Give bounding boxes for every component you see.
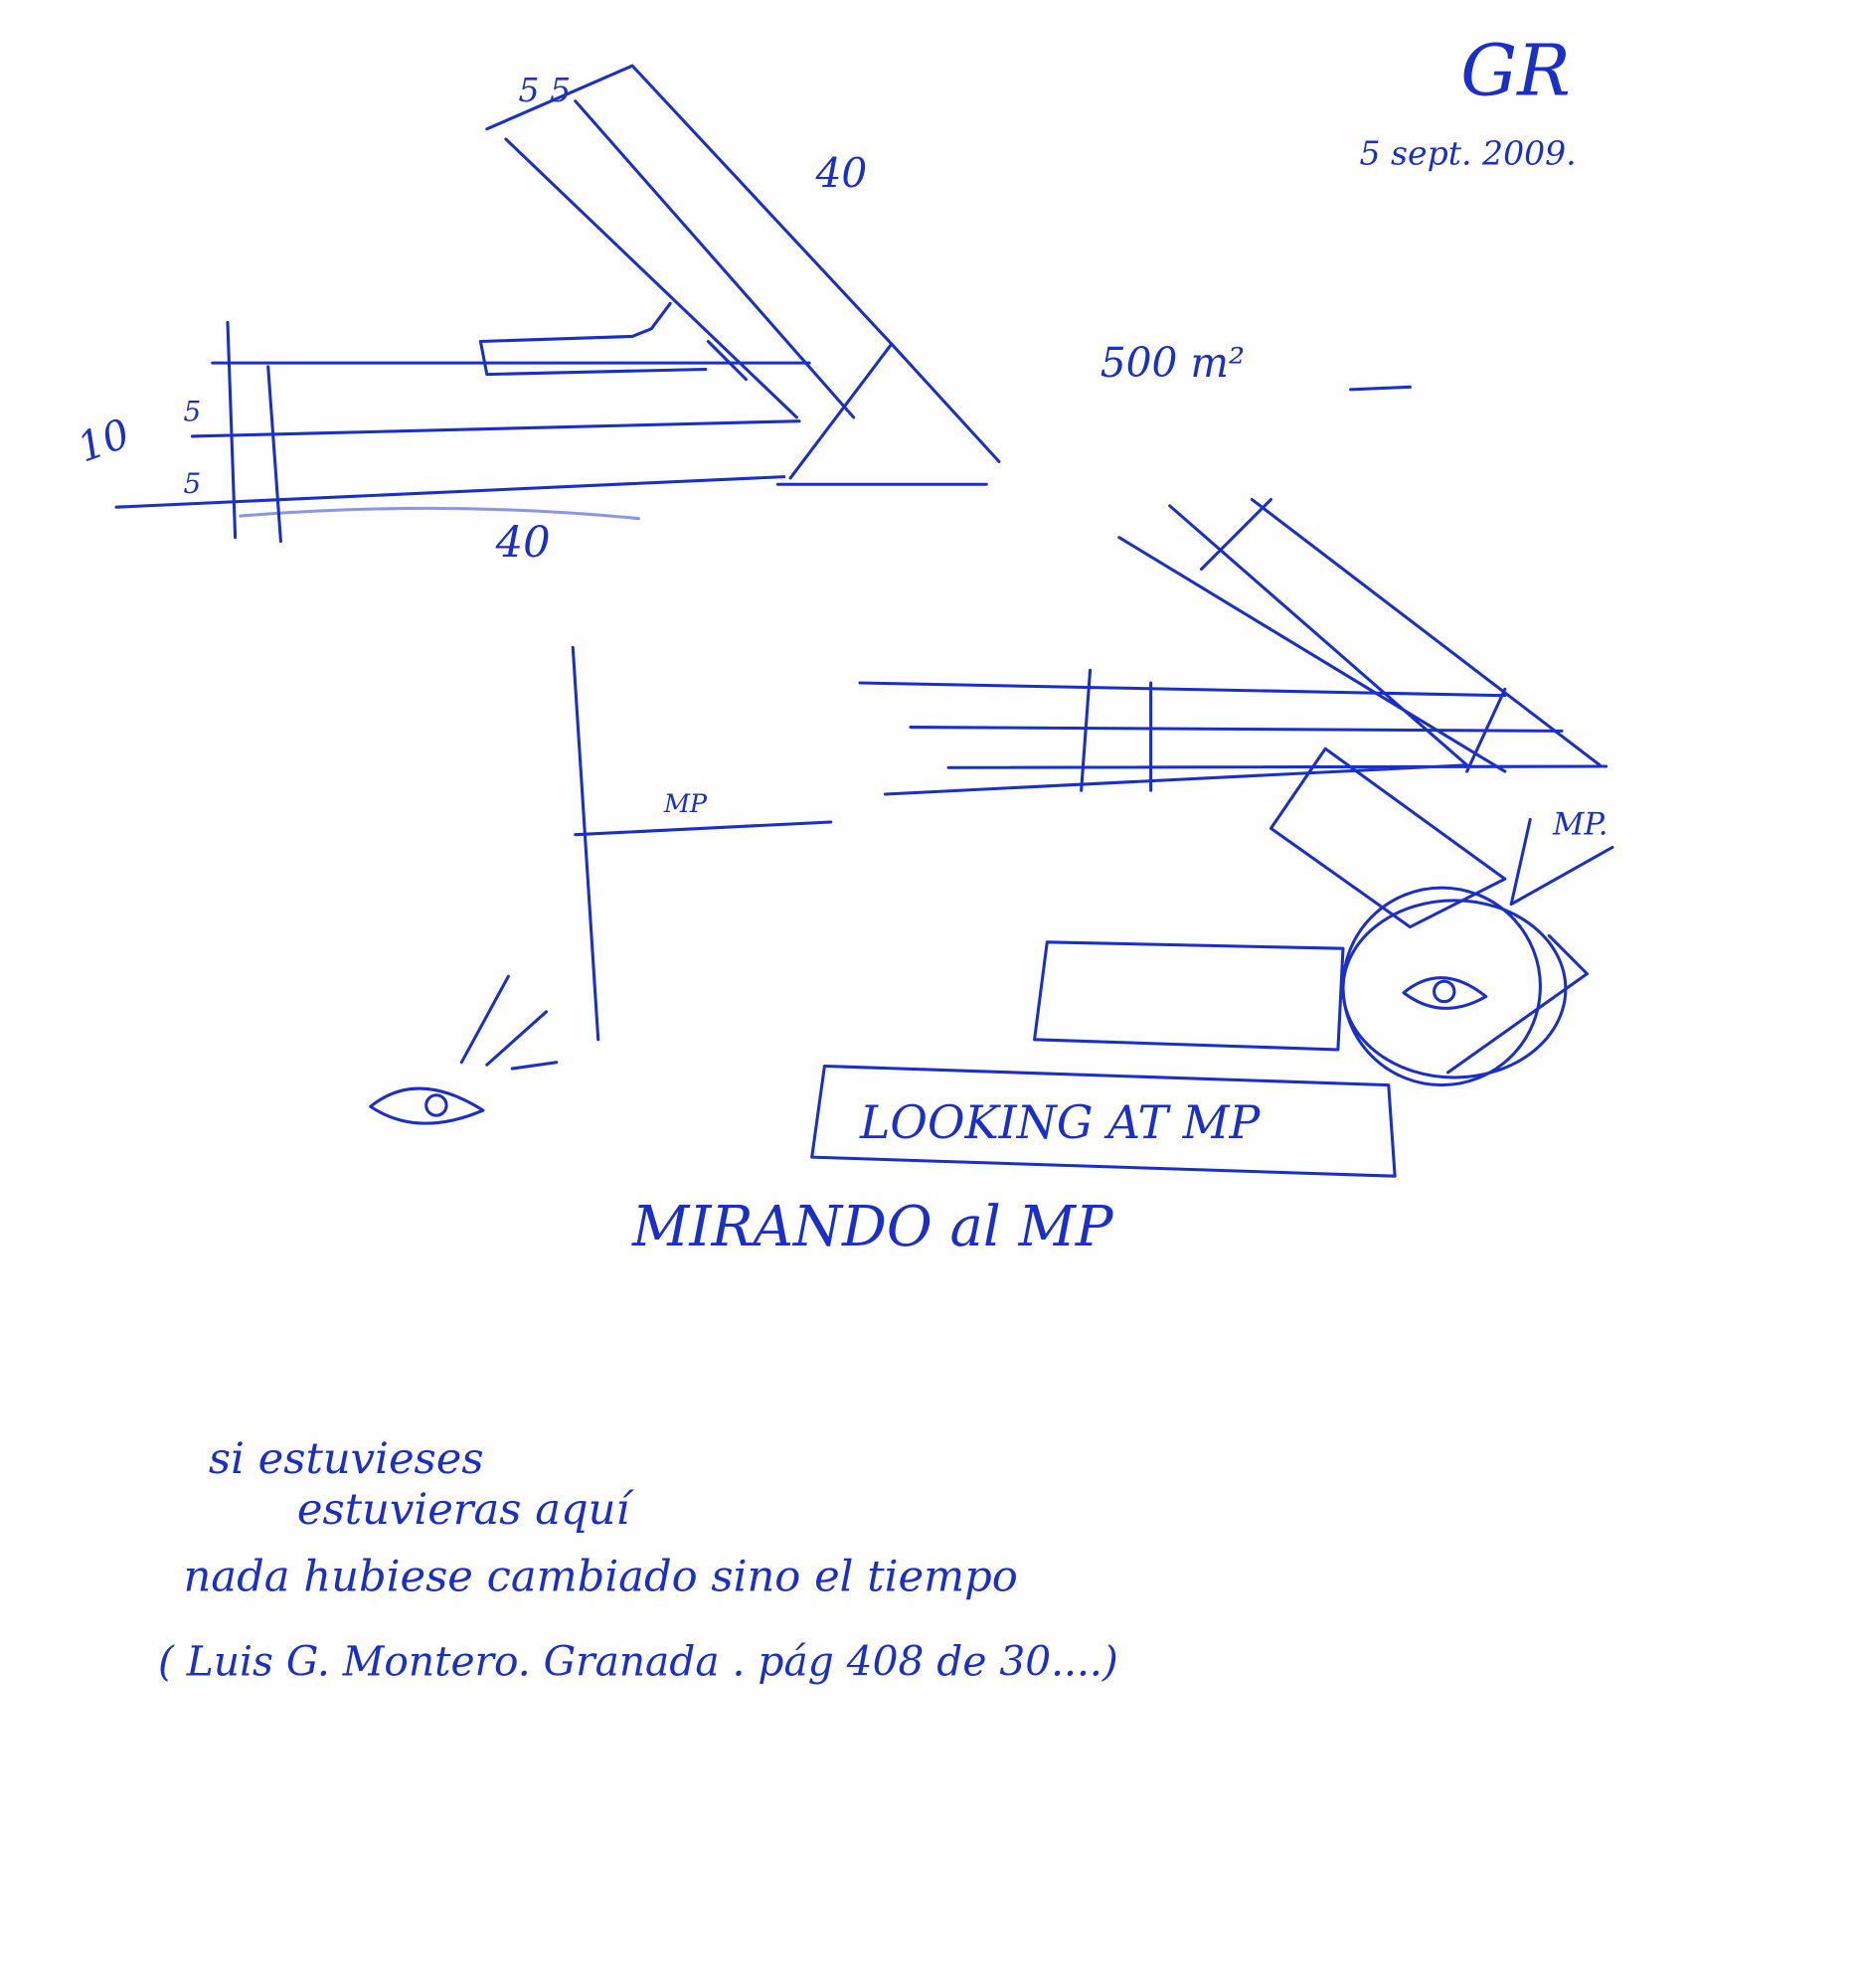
dim-left-a-label: 5 bbox=[183, 396, 201, 428]
inner-box bbox=[478, 301, 708, 377]
area-label: 500 m² bbox=[1100, 339, 1245, 387]
view-triangle bbox=[1446, 933, 1590, 1075]
quote-line: si estuvieses bbox=[209, 1434, 484, 1484]
caption-spanish: MIRANDO al MP bbox=[631, 1195, 1114, 1259]
mp-line bbox=[574, 820, 833, 837]
plan-sketch-right: MP. bbox=[858, 498, 1614, 1087]
quote-line: estuvieras aquí bbox=[297, 1485, 635, 1535]
plan-sketch-top: 5 5 40 10 5 5 40 500 m² bbox=[72, 64, 1412, 568]
dimension-verticals bbox=[226, 320, 282, 544]
mp-label: MP. bbox=[1552, 808, 1607, 843]
mp-label: MP bbox=[663, 788, 708, 818]
beam-line bbox=[190, 419, 801, 438]
caption-english: LOOKING AT MP bbox=[859, 1095, 1261, 1149]
dim-left-b-label: 5 bbox=[183, 467, 201, 500]
handwritten-quote: si estuvieses estuvieras aquí nada hubie… bbox=[158, 1434, 1118, 1686]
date: 5 sept. 2009. bbox=[1360, 133, 1577, 172]
angled-arm bbox=[1117, 498, 1602, 773]
sight-lines bbox=[459, 974, 559, 1071]
arc bbox=[239, 506, 640, 521]
mp-leader-lines bbox=[1509, 817, 1614, 907]
beam-line bbox=[114, 475, 786, 509]
rotated-block bbox=[1268, 746, 1507, 929]
dim-left-label: 10 bbox=[72, 410, 136, 472]
caption-box bbox=[810, 1064, 1397, 1178]
beam-lines bbox=[858, 681, 1608, 796]
dimension-verticals bbox=[1080, 668, 1153, 792]
angled-arm bbox=[485, 64, 1001, 486]
viewpoint-circle bbox=[1341, 886, 1542, 1087]
dim-bottom-label: 40 bbox=[495, 518, 551, 568]
area-underline bbox=[1349, 385, 1412, 392]
eye-icon bbox=[369, 1086, 485, 1125]
dim-top-label: 5 5 bbox=[519, 71, 572, 109]
rectangle-block bbox=[1033, 940, 1345, 1052]
quote-line: nada hubiese cambiado sino el tiempo bbox=[183, 1553, 1017, 1602]
initials: GR bbox=[1460, 29, 1571, 111]
eye-icon bbox=[1402, 976, 1488, 1010]
section-sketch-middle: MP bbox=[369, 645, 833, 1125]
quote-line: ( Luis G. Montero. Granada . pág 408 de … bbox=[158, 1638, 1118, 1686]
wall-line bbox=[571, 645, 600, 1042]
dim-arm-label: 40 bbox=[815, 149, 868, 197]
